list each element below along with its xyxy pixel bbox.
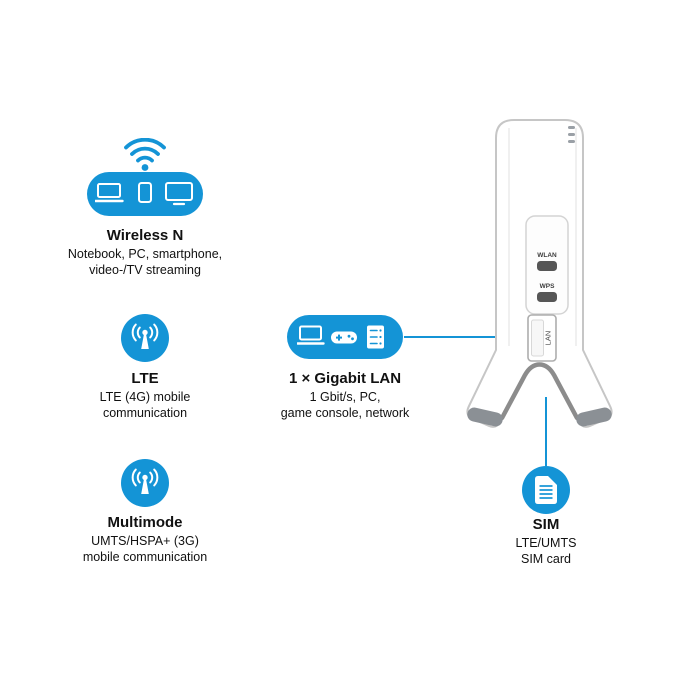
gigabit-lan-description: 1 Gbit/s, PC, game console, network: [280, 390, 410, 420]
sim-title: SIM: [532, 516, 560, 533]
lte-badge: [121, 314, 169, 362]
multimode-badge: [121, 459, 169, 507]
lte-title: LTE: [131, 370, 159, 387]
wlan-button: [537, 261, 557, 271]
wps-button: [537, 292, 557, 302]
wireless-description: Notebook, PC, smartphone, video-/TV stre…: [67, 247, 223, 277]
tv-icon: [165, 182, 193, 206]
multimode-description: UMTS/HSPA+ (3G) mobile communication: [82, 534, 208, 564]
connector-lan-line: [404, 336, 529, 338]
wireless-title: Wireless N: [106, 227, 184, 244]
multimode-title: Multimode: [107, 514, 183, 531]
sim-description: LTE/UMTS SIM card: [515, 536, 577, 566]
wlan-button-label: WLAN: [537, 252, 557, 259]
antenna-icon: [131, 323, 159, 349]
wifi-signal-icon: [124, 138, 166, 171]
smartphone-icon: [138, 182, 152, 203]
sim-badge: [522, 466, 570, 514]
stand-inner-trim: [499, 362, 580, 421]
gigabit-lan-badge: [287, 315, 403, 359]
router-foot-right: [576, 407, 612, 427]
vent-slot: [568, 140, 575, 143]
gigabit-lan-title: 1 × Gigabit LAN: [288, 370, 402, 387]
connector-sim-line: [545, 397, 547, 466]
devices-icons: [95, 182, 193, 206]
router-foot-left: [467, 407, 503, 427]
lan-devices-icons: [297, 325, 384, 349]
vent-slot: [568, 126, 575, 129]
wireless-devices-badge: [87, 172, 203, 216]
vent-slot: [568, 133, 575, 136]
lan-port-opening: [531, 319, 544, 357]
server-icon: [367, 325, 384, 349]
laptop-icon: [297, 325, 325, 345]
wps-button-label: WPS: [540, 283, 555, 290]
gamepad-icon: [331, 331, 357, 344]
antenna-icon: [131, 468, 159, 494]
lte-description: LTE (4G) mobile communication: [99, 390, 191, 420]
lan-port-label: LAN: [544, 331, 553, 346]
laptop-icon: [95, 183, 124, 203]
sim-card-icon: [535, 476, 557, 504]
router-side-view: WLAN WPS LAN: [466, 119, 613, 428]
